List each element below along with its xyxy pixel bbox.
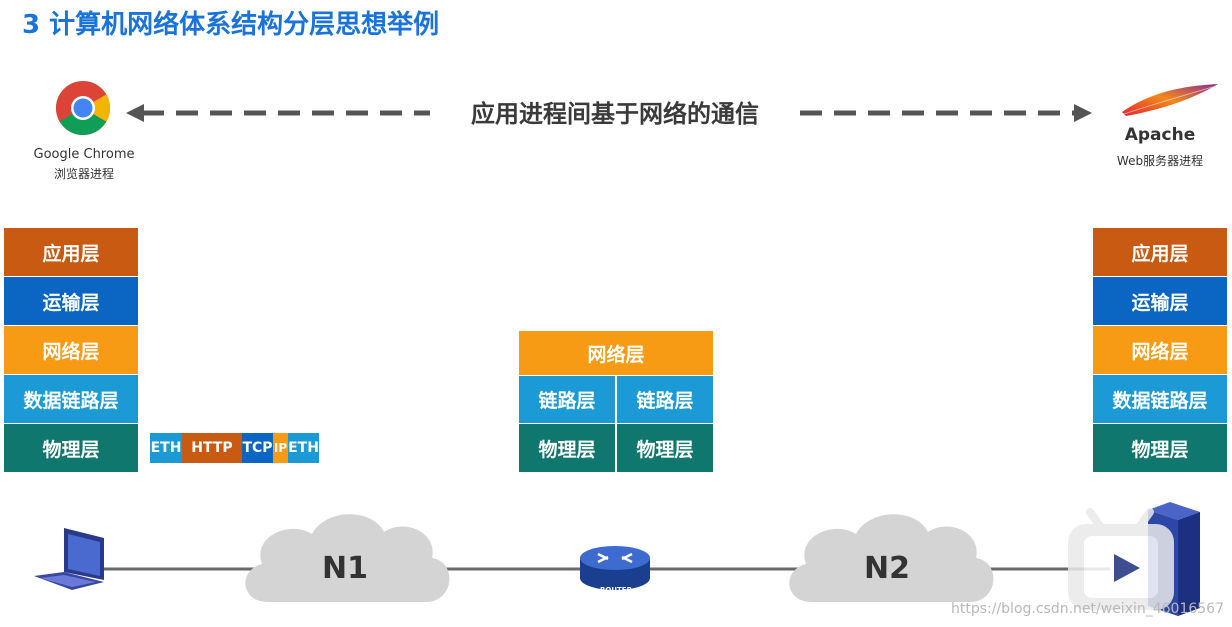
client-layer-transport: 运输层 bbox=[4, 277, 138, 325]
router-layer-link-right: 链路层 bbox=[617, 376, 713, 423]
client-app-name: Google Chrome bbox=[33, 147, 135, 162]
client-app-desc: 浏览器进程 bbox=[53, 167, 114, 181]
cloud-n1 bbox=[245, 514, 450, 602]
packet-eth-header: ETH bbox=[150, 433, 182, 463]
router-layer-physical-left: 物理层 bbox=[519, 424, 615, 472]
network-topology bbox=[34, 502, 1200, 616]
server-layer-physical: 物理层 bbox=[1093, 424, 1227, 472]
router-icon bbox=[580, 546, 650, 590]
server-layer-transport: 运输层 bbox=[1093, 277, 1227, 325]
server-layer-application: 应用层 bbox=[1093, 228, 1227, 276]
server-layer-network: 网络层 bbox=[1093, 326, 1227, 374]
packet-tcp: TCP bbox=[242, 433, 273, 463]
packet-ip: IP bbox=[273, 433, 288, 463]
router-layer-network: 网络层 bbox=[519, 331, 713, 375]
laptop-icon bbox=[34, 528, 104, 590]
cloud-n2 bbox=[789, 514, 994, 602]
packet-http: HTTP bbox=[182, 433, 242, 463]
client-layer-application: 应用层 bbox=[4, 228, 138, 276]
apache-feather-icon bbox=[1122, 84, 1218, 116]
client-layer-physical: 物理层 bbox=[4, 424, 138, 472]
server-app-name: Apache bbox=[1124, 125, 1196, 145]
chrome-icon bbox=[55, 81, 111, 135]
server-app-desc: Web服务器进程 bbox=[1116, 154, 1204, 168]
router-label: ROUTER bbox=[600, 586, 632, 594]
network-n2-label: N2 bbox=[864, 551, 910, 586]
packet-eth-trailer: ETH bbox=[288, 433, 319, 463]
communication-label: 应用进程间基于网络的通信 bbox=[471, 100, 759, 128]
watermark: https://blog.csdn.net/weixin_46016567 bbox=[950, 601, 1224, 617]
router-layer-link-left: 链路层 bbox=[519, 376, 615, 423]
page-title: 3 计算机网络体系结构分层思想举例 bbox=[22, 10, 440, 40]
communication-arrow bbox=[126, 104, 1092, 122]
server-layer-datalink: 数据链路层 bbox=[1093, 375, 1227, 423]
client-layer-network: 网络层 bbox=[4, 326, 138, 374]
router-layer-physical-right: 物理层 bbox=[617, 424, 713, 472]
network-n1-label: N1 bbox=[322, 551, 368, 586]
client-layer-datalink: 数据链路层 bbox=[4, 375, 138, 423]
play-overlay-icon bbox=[1068, 508, 1174, 610]
